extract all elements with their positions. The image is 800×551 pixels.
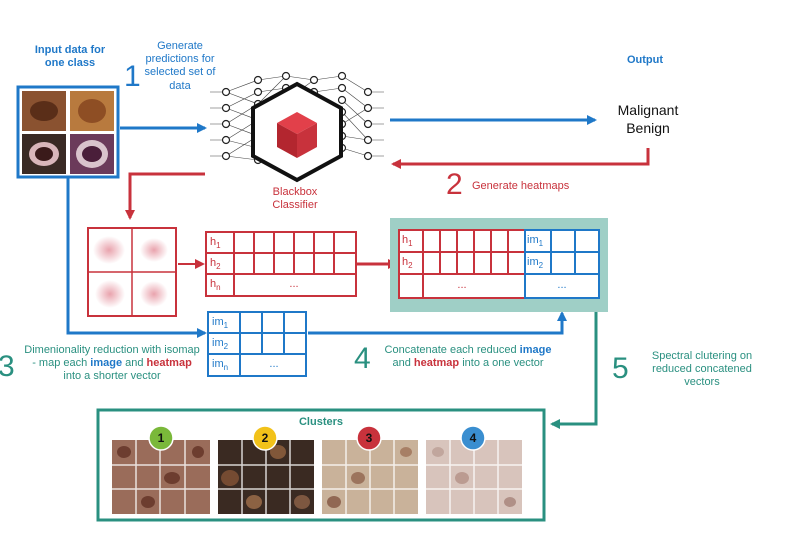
cluster-badge-2	[252, 425, 278, 451]
classifier-label: Blackbox Classifier	[272, 186, 318, 212]
heatmap-vectors	[205, 231, 357, 297]
step-5-text: Spectral clutering on reduced concatened…	[651, 350, 753, 389]
output-label-malignant: Malignant	[617, 102, 679, 118]
output-label-benign: Benign	[626, 120, 670, 136]
input-data-title: Input data for one class	[34, 44, 106, 70]
cluster-badges	[148, 425, 486, 451]
blackbox-hexagon-icon	[251, 81, 343, 183]
concat-im-ellipsis: ...	[557, 279, 567, 291]
cluster-badge-1	[148, 425, 174, 451]
concat-im2-label: im2	[527, 256, 544, 271]
concat-h1-label: h1	[402, 234, 413, 249]
output-title: Output	[626, 54, 664, 66]
clusters-title: Clusters	[298, 416, 344, 428]
step-5-number: 5	[612, 352, 629, 385]
arrow-input-to-im-vectors	[66, 177, 207, 338]
step-2-number: 2	[446, 168, 463, 201]
step-3-number: 3	[0, 350, 15, 383]
arrow-concat-to-clusters	[550, 312, 598, 429]
step-1-text: Generate predictions for selected set of…	[144, 40, 216, 92]
cluster-badge-4	[460, 425, 486, 451]
cluster-label-2: 2	[261, 431, 269, 445]
clusters-panel	[96, 408, 546, 522]
concat-h2-label: h2	[402, 256, 413, 271]
step-4-number: 4	[354, 342, 371, 375]
im2-label: im2	[212, 337, 229, 352]
concat-h-ellipsis: ...	[457, 279, 467, 291]
h1-label: h1	[210, 236, 221, 251]
step-4-text: Concatenate each reduced image and heatm…	[384, 344, 552, 370]
image-vectors	[207, 311, 307, 377]
im1-label: im1	[212, 316, 229, 331]
h-ellipsis: ...	[289, 278, 299, 290]
arrow-im-to-concat	[308, 311, 567, 335]
heatmap-image-grid	[87, 227, 177, 317]
im-ellipsis: ...	[269, 358, 279, 370]
cluster-label-1: 1	[157, 431, 165, 445]
concat-im1-label: im1	[527, 234, 544, 249]
step-2-text: Generate heatmaps	[472, 180, 570, 192]
hn-label: hn	[210, 278, 221, 293]
step-1-number: 1	[124, 60, 141, 93]
step-3-text: Dimenionality reduction with isomap - ma…	[24, 344, 200, 383]
input-image-grid	[16, 85, 120, 179]
concatenated-vectors	[390, 218, 608, 312]
cluster-label-4: 4	[469, 431, 477, 445]
arrow-classifier-to-heatmap-images	[125, 172, 205, 220]
h2-label: h2	[210, 257, 221, 272]
cluster-label-3: 3	[365, 431, 373, 445]
arrow-output-to-heatmaps	[391, 148, 650, 169]
cluster-badge-3	[356, 425, 382, 451]
imn-label: imn	[212, 358, 229, 373]
